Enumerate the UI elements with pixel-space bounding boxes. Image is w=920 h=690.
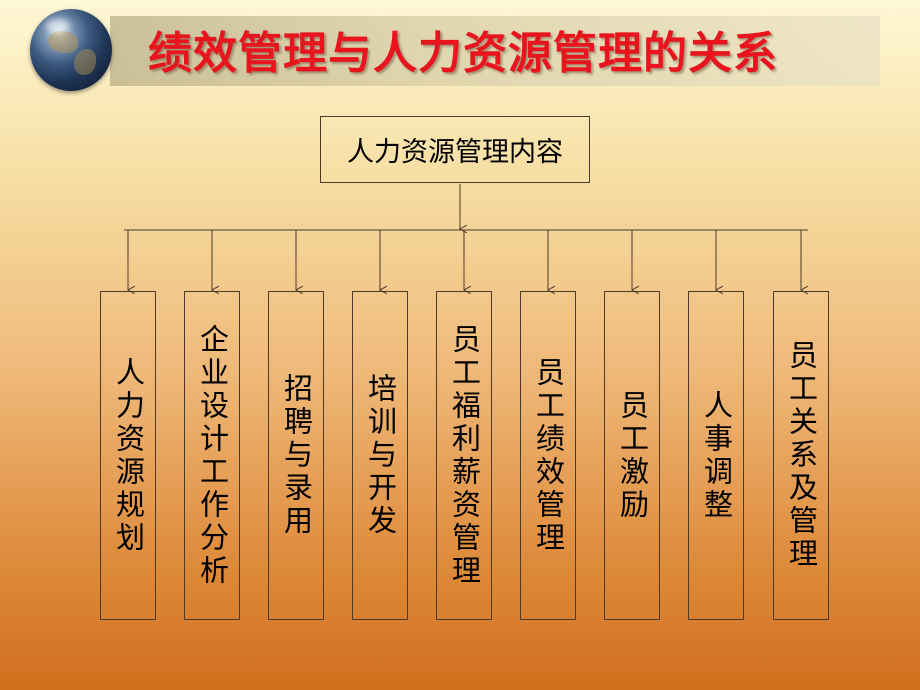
root-node: 人力资源管理内容 — [320, 116, 590, 183]
node-performance: 员工绩效管理 — [520, 291, 576, 620]
node-compensation: 员工福利薪资管理 — [436, 291, 492, 620]
node-hr-planning: 人力资源规划 — [100, 291, 156, 620]
node-personnel-adjust: 人事调整 — [688, 291, 744, 620]
page-title: 绩效管理与人力资源管理的关系 — [148, 28, 778, 79]
node-incentive: 员工激励 — [604, 291, 660, 620]
node-training: 培训与开发 — [352, 291, 408, 620]
node-employee-relations: 员工关系及管理 — [773, 291, 829, 620]
node-recruitment: 招聘与录用 — [268, 291, 324, 620]
node-job-analysis: 企业设计工作分析 — [184, 291, 240, 620]
root-node-label: 人力资源管理内容 — [347, 137, 563, 168]
header-band — [110, 16, 880, 86]
globe-icon — [30, 9, 112, 91]
